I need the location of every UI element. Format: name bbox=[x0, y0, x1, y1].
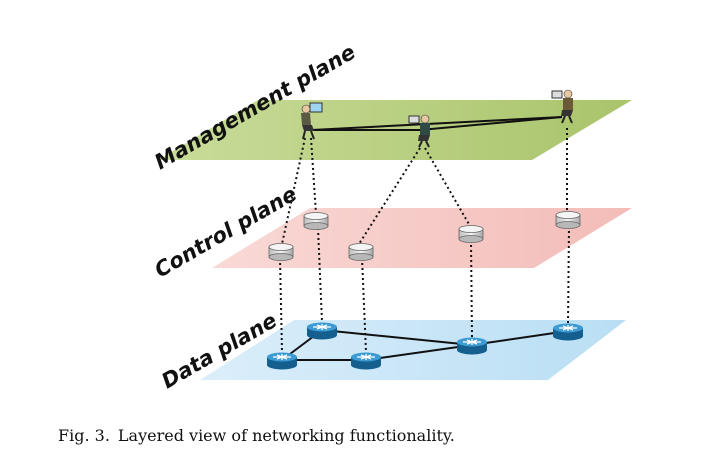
data-link bbox=[471, 330, 569, 346]
dotted-link bbox=[361, 257, 367, 353]
router-icon bbox=[553, 323, 583, 341]
controller-disk-icon bbox=[458, 225, 484, 243]
operators bbox=[301, 89, 573, 148]
vertical-links bbox=[279, 128, 570, 353]
figure-number: Fig. 3. bbox=[58, 426, 110, 445]
data-link bbox=[365, 344, 473, 361]
dotted-link bbox=[567, 225, 570, 325]
person-at-computer-icon bbox=[408, 114, 430, 148]
figure-caption: Fig. 3. Layered view of networking functi… bbox=[58, 426, 455, 445]
controller-disk-icon bbox=[268, 243, 294, 261]
data-link bbox=[321, 329, 473, 346]
controller-disk-icon bbox=[555, 211, 581, 229]
controller-disk-icon bbox=[303, 212, 329, 230]
management-link bbox=[419, 116, 563, 131]
management-links bbox=[311, 116, 563, 131]
router-icon bbox=[267, 352, 297, 370]
dotted-link bbox=[279, 257, 283, 353]
controllers bbox=[268, 211, 581, 261]
caption-text: Layered view of networking functionality… bbox=[117, 426, 455, 445]
router-icon bbox=[457, 337, 487, 355]
person-at-computer-icon bbox=[301, 102, 323, 140]
layered-network-diagram: Management plane Control plane Data plan… bbox=[151, 40, 632, 393]
person-at-computer-icon bbox=[551, 89, 573, 124]
data-plane bbox=[200, 320, 626, 380]
dotted-link bbox=[317, 227, 323, 323]
management-link bbox=[311, 116, 563, 131]
dotted-link bbox=[424, 147, 471, 227]
dotted-link bbox=[470, 239, 473, 339]
router-icon bbox=[351, 352, 381, 370]
dotted-link bbox=[358, 147, 421, 245]
controller-disk-icon bbox=[348, 243, 374, 261]
router-icon bbox=[307, 322, 337, 340]
dotted-link bbox=[281, 137, 306, 245]
routers bbox=[267, 322, 583, 370]
